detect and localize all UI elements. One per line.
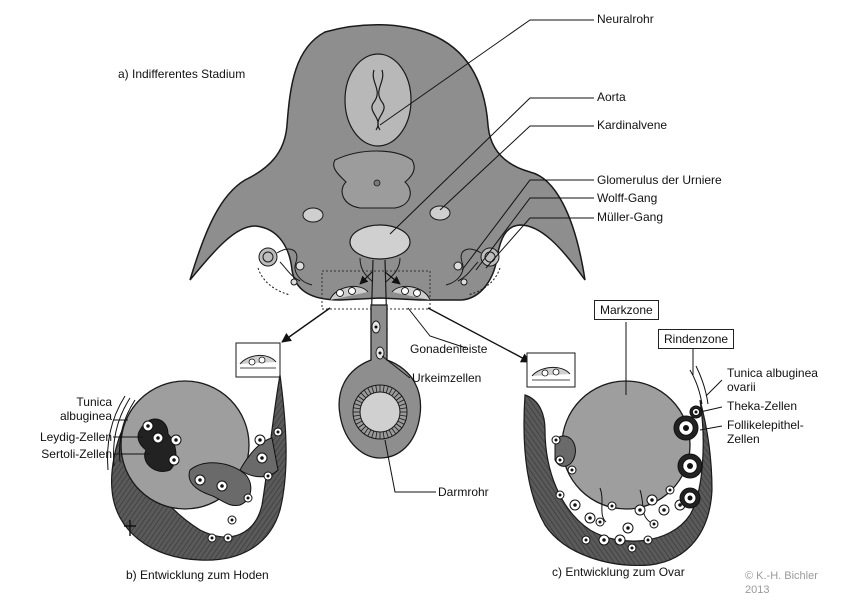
cell xyxy=(555,455,565,465)
cell xyxy=(607,501,617,511)
follicle xyxy=(679,487,701,509)
cell xyxy=(646,494,658,506)
vertebra xyxy=(333,150,415,209)
leader-lines-a xyxy=(379,19,594,493)
aorta-shape xyxy=(349,224,411,260)
cell xyxy=(142,420,154,432)
label-theka: Theka-Zellen xyxy=(727,399,798,413)
cardinal-vein-right xyxy=(429,205,451,221)
cell xyxy=(168,454,180,466)
cell xyxy=(243,493,253,503)
cell xyxy=(254,434,266,446)
cell xyxy=(194,474,206,486)
mesonephros-right xyxy=(445,247,501,296)
label-urkeimzellen: Urkeimzellen xyxy=(412,371,482,385)
embryo-cross-section xyxy=(189,23,586,331)
cell xyxy=(658,504,670,516)
cell xyxy=(614,534,626,546)
panel-c-title: c) Entwicklung zum Ovar xyxy=(552,565,685,579)
label-rindenzone: Rindenzone xyxy=(658,329,735,349)
label-glomerulus: Glomerulus der Urniere xyxy=(597,173,722,187)
label-darmrohr: Darmrohr xyxy=(438,485,489,499)
cell xyxy=(152,432,164,444)
panel-a-title: a) Indifferentes Stadium xyxy=(118,67,246,81)
label-kardinalvene: Kardinalvene xyxy=(597,118,668,132)
cell xyxy=(551,435,561,445)
label-follikel-line2: Zellen xyxy=(727,432,760,446)
cell xyxy=(584,512,596,524)
cell xyxy=(569,499,581,511)
cell xyxy=(643,535,653,545)
cell xyxy=(263,471,273,481)
label-leydig: Leydig-Zellen xyxy=(39,430,112,444)
cell xyxy=(207,533,217,543)
label-mueller: Müller-Gang xyxy=(597,210,664,224)
cell xyxy=(216,480,228,492)
cell xyxy=(170,434,182,446)
neural-tube xyxy=(344,53,412,147)
cell xyxy=(567,465,577,475)
cell xyxy=(649,519,659,529)
label-markzone: Markzone xyxy=(594,300,659,320)
inset-box-ovary xyxy=(526,352,576,388)
cell xyxy=(581,535,591,545)
cell xyxy=(256,452,268,464)
label-wolff: Wolff-Gang xyxy=(597,191,658,205)
inset-box-testis xyxy=(235,342,281,378)
ovary-development xyxy=(523,322,723,567)
copyright-line2: 2013 xyxy=(745,584,770,596)
cell xyxy=(555,490,565,500)
follicle xyxy=(677,453,703,479)
label-neuralrohr: Neuralrohr xyxy=(597,12,654,26)
cell xyxy=(227,515,237,525)
label-follikel-line1: Follikelepithel- xyxy=(727,418,804,432)
cell xyxy=(622,522,634,534)
gut-tube xyxy=(338,304,422,459)
cell xyxy=(595,517,605,527)
cell xyxy=(634,504,646,516)
label-aorta: Aorta xyxy=(597,90,626,104)
cell xyxy=(627,543,637,553)
copyright-line1: © K.-H. Bichler xyxy=(745,570,818,582)
label-tunica-ovarii-line2: ovarii xyxy=(727,380,756,394)
label-tunica-albuginea-line2: albuginea xyxy=(59,409,112,423)
cell xyxy=(223,533,233,543)
cardinal-vein-left xyxy=(302,207,324,223)
label-tunica-albuginea-line1: Tunica xyxy=(76,395,112,409)
panel-b-title: b) Entwicklung zum Hoden xyxy=(126,568,269,582)
mesonephros-left xyxy=(257,247,313,296)
cell xyxy=(598,534,610,546)
label-gonadenleiste: Gonadenleiste xyxy=(410,342,488,356)
label-tunica-ovarii-line1: Tunica albuginea xyxy=(727,366,818,380)
follicle xyxy=(689,405,703,419)
cell xyxy=(665,485,675,495)
follicle xyxy=(673,415,699,441)
label-sertoli: Sertoli-Zellen xyxy=(41,447,112,461)
testis-development xyxy=(107,374,287,561)
cell xyxy=(273,427,283,437)
